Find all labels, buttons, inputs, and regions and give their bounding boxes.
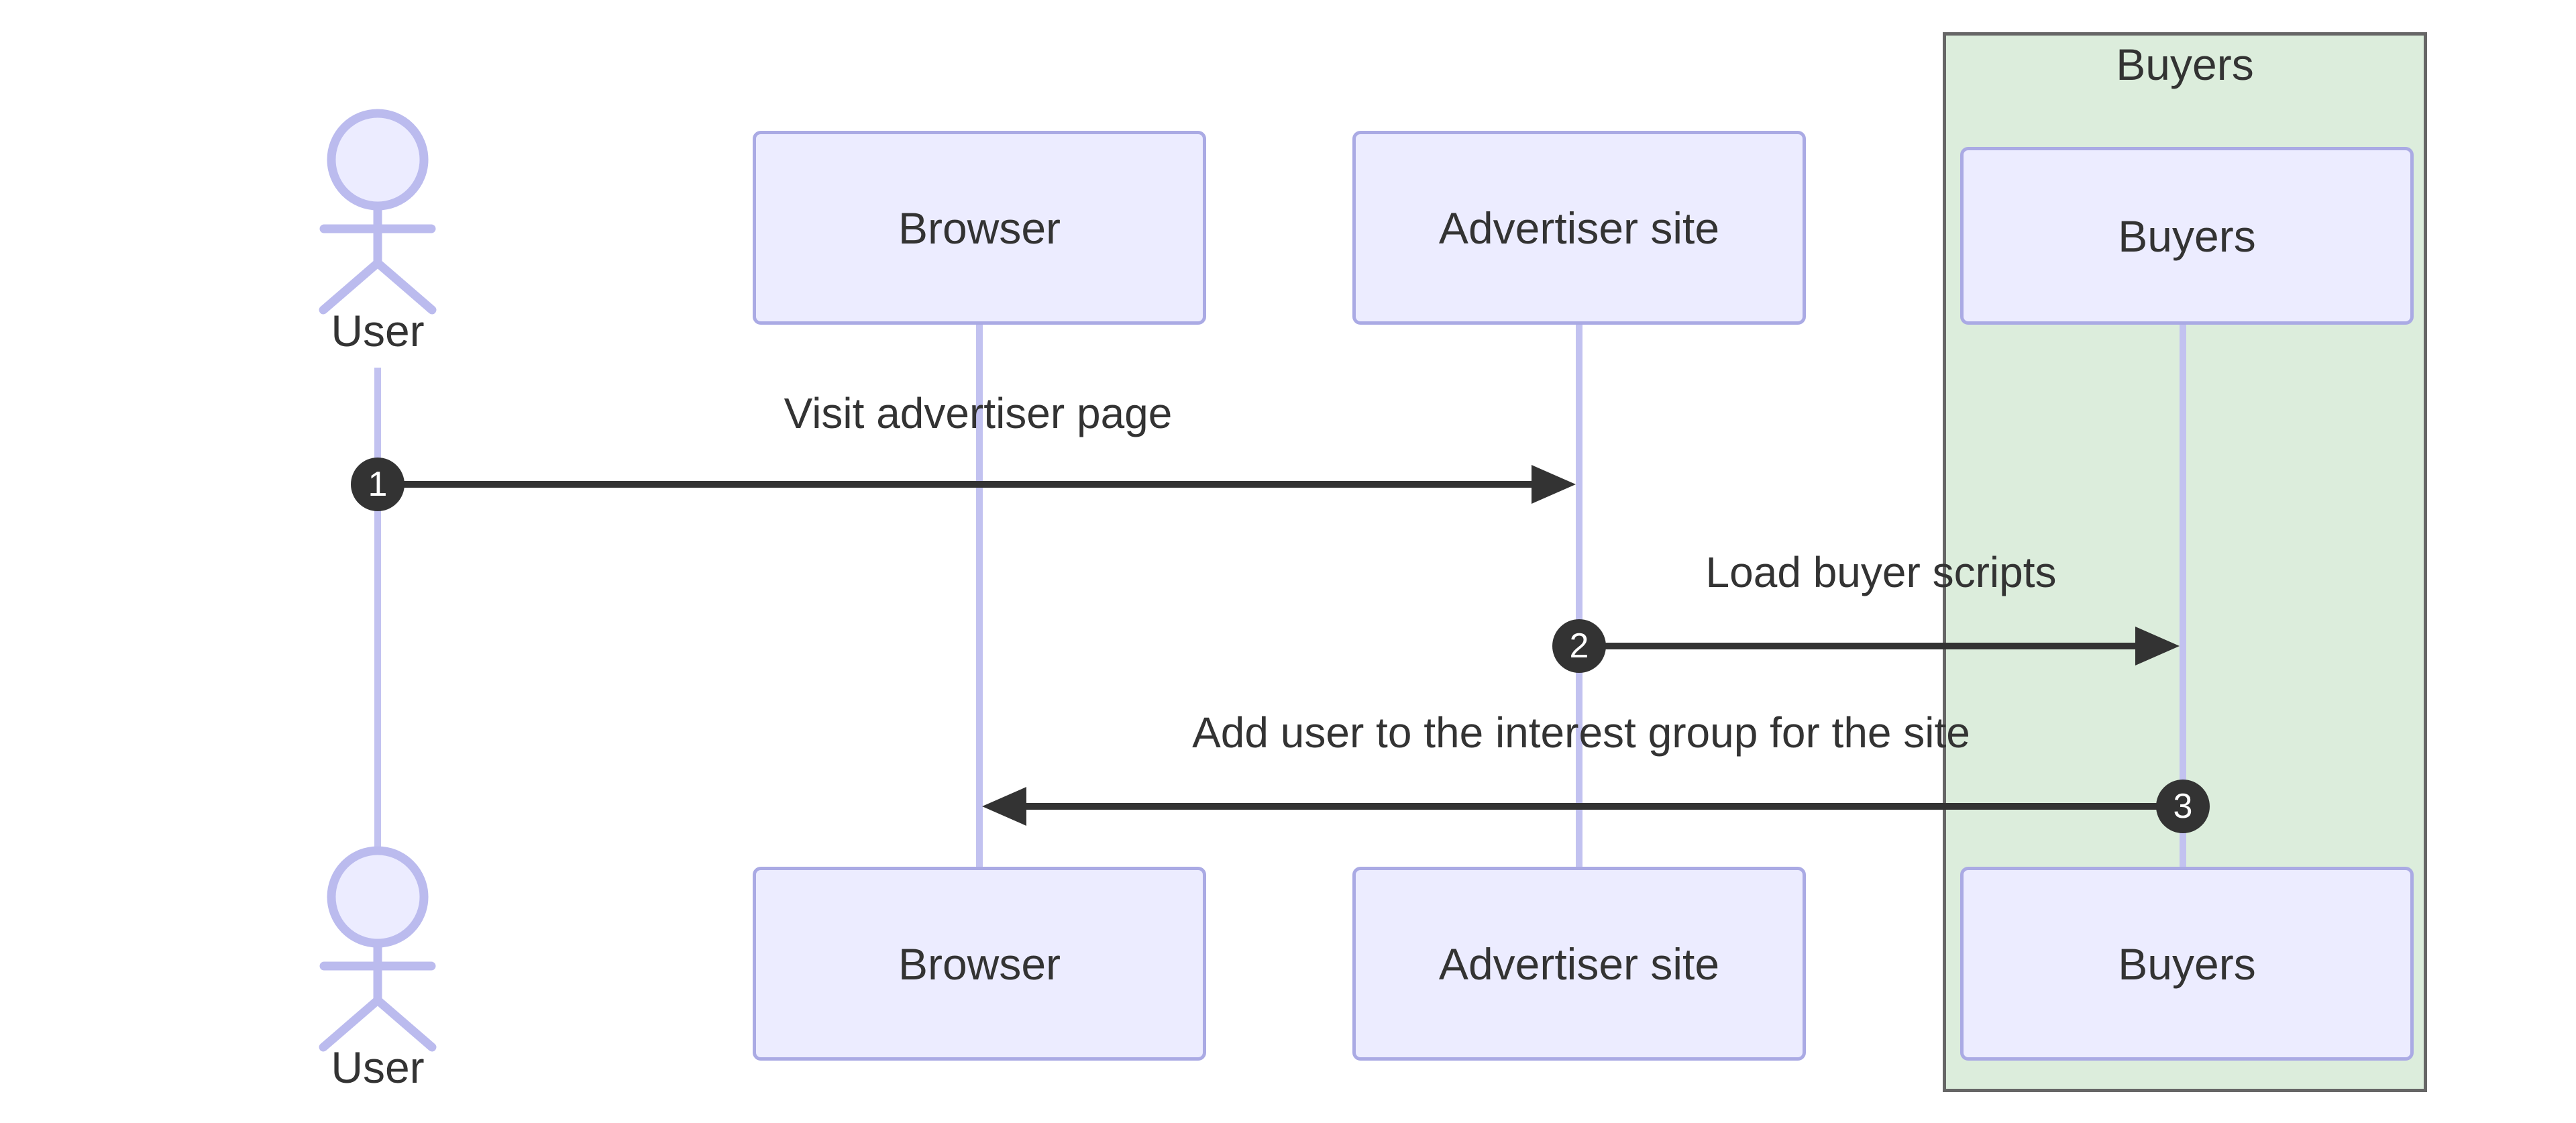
user-label-bottom: User [331, 1042, 425, 1092]
message-3-arrowhead-icon [982, 787, 1026, 826]
participant-label: Advertiser site [1438, 939, 1720, 989]
participant-browser-top: Browser [753, 131, 1206, 325]
participant-label: Browser [898, 939, 1061, 989]
message-3-arrow [982, 787, 2183, 826]
message-2-arrowhead-icon [2135, 627, 2180, 665]
user-actor-body-icon [319, 939, 437, 1052]
message-2-sequence-badge: 2 [1552, 619, 1606, 673]
buyers-group-label: Buyers [2116, 40, 2254, 89]
participant-label: Buyers [2118, 939, 2256, 989]
message-1-arrowhead-icon [1532, 465, 1576, 504]
user-actor-body-icon [319, 201, 437, 315]
participant-label: Browser [898, 203, 1061, 253]
user-actor-figure-bottom [319, 846, 437, 1052]
message-2-arrow [1579, 627, 2180, 665]
user-label-top: User [331, 306, 425, 356]
message-3-sequence-badge: 3 [2156, 780, 2210, 833]
message-2-label: Load buyer scripts [1705, 548, 2057, 596]
participant-label: Advertiser site [1438, 203, 1720, 253]
user-actor-head-icon [327, 109, 429, 211]
message-1-sequence-badge: 1 [351, 458, 405, 511]
participant-buyers-bottom: Buyers [1960, 867, 2414, 1061]
participant-browser-bottom: Browser [753, 867, 1206, 1061]
participant-advertiser-site-bottom: Advertiser site [1352, 867, 1806, 1061]
message-1-arrow [378, 465, 1576, 504]
participant-buyers-top: Buyers [1960, 147, 2414, 325]
participant-label: Buyers [2118, 211, 2256, 261]
participant-advertiser-site-top: Advertiser site [1352, 131, 1806, 325]
message-3-label: Add user to the interest group for the s… [1192, 708, 1970, 757]
user-actor-head-icon [327, 846, 429, 948]
user-actor-figure-top [319, 109, 437, 315]
message-1-label: Visit advertiser page [784, 389, 1173, 437]
